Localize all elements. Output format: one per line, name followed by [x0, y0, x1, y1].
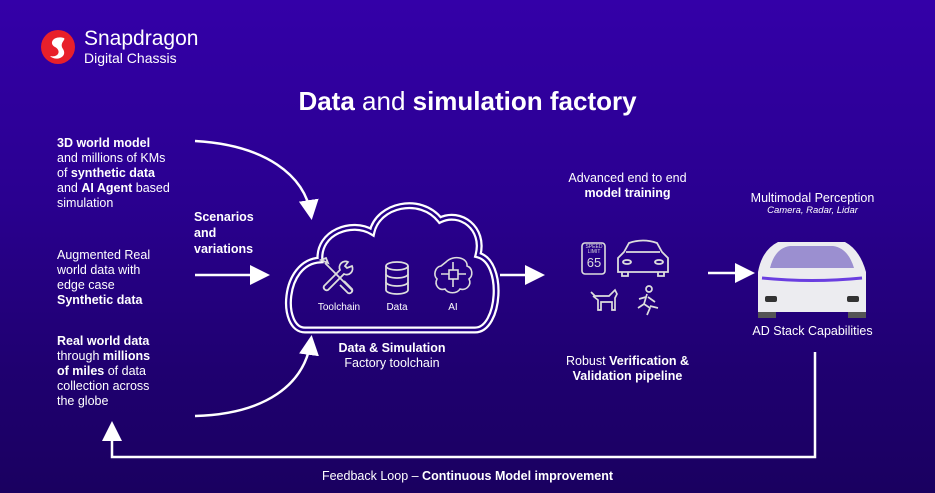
perception-label: Multimodal Perception Camera, Radar, Lid…	[730, 191, 895, 216]
arrow-top-curve	[194, 139, 319, 220]
input-augmented-data: Augmented Real world data with edge case…	[57, 248, 151, 307]
cloud-label-toolchain: Toolchain	[317, 302, 361, 313]
perception-title: Multimodal Perception	[750, 191, 875, 205]
verification-label: Robust Verification &Validation pipeline	[566, 354, 689, 383]
feedback-loop-label: Feedback Loop – Continuous Model improve…	[321, 469, 614, 483]
brand-name: Snapdragon	[84, 27, 199, 50]
tools-icon	[318, 256, 354, 295]
snapdragon-logo-icon	[41, 30, 75, 64]
ad-stack-label: AD Stack Capabilities	[752, 324, 873, 338]
title-normal: and	[354, 86, 413, 116]
dog-icon	[590, 288, 618, 311]
cloud-label-data: Data	[386, 302, 408, 313]
speed-sign-mid: LIMIT	[587, 249, 601, 255]
cloud-shape	[284, 202, 500, 334]
pedestrian-running-icon	[637, 285, 659, 316]
input-real-world-data: Real world data through millions of mile…	[57, 334, 151, 408]
speed-sign-text: SPEED LIMIT 65	[582, 244, 606, 271]
feedback-loop-line	[102, 352, 817, 459]
speed-limit-sign-icon	[581, 242, 606, 275]
speed-sign-top: SPEED	[585, 244, 603, 250]
speed-sign-value: 65	[586, 255, 602, 270]
cloud-label-ai: AI	[448, 302, 458, 313]
brand-header: Snapdragon Digital Chassis	[40, 28, 198, 66]
brand-subtitle: Digital Chassis	[84, 50, 177, 66]
brain-chip-icon	[434, 256, 473, 294]
car-icon	[617, 239, 669, 277]
title-bold-1: Data	[298, 86, 355, 116]
input-3d-world-model: 3D world model and millions of KMs of sy…	[57, 136, 170, 210]
page-title: Data and simulation factory	[0, 86, 935, 117]
autonomous-car-image	[758, 242, 866, 318]
title-bold-2: simulation factory	[412, 86, 637, 116]
database-icon	[385, 261, 409, 295]
perception-sensors: Camera, Radar, Lidar	[767, 205, 858, 216]
arrow-bottom-curve	[194, 335, 319, 418]
